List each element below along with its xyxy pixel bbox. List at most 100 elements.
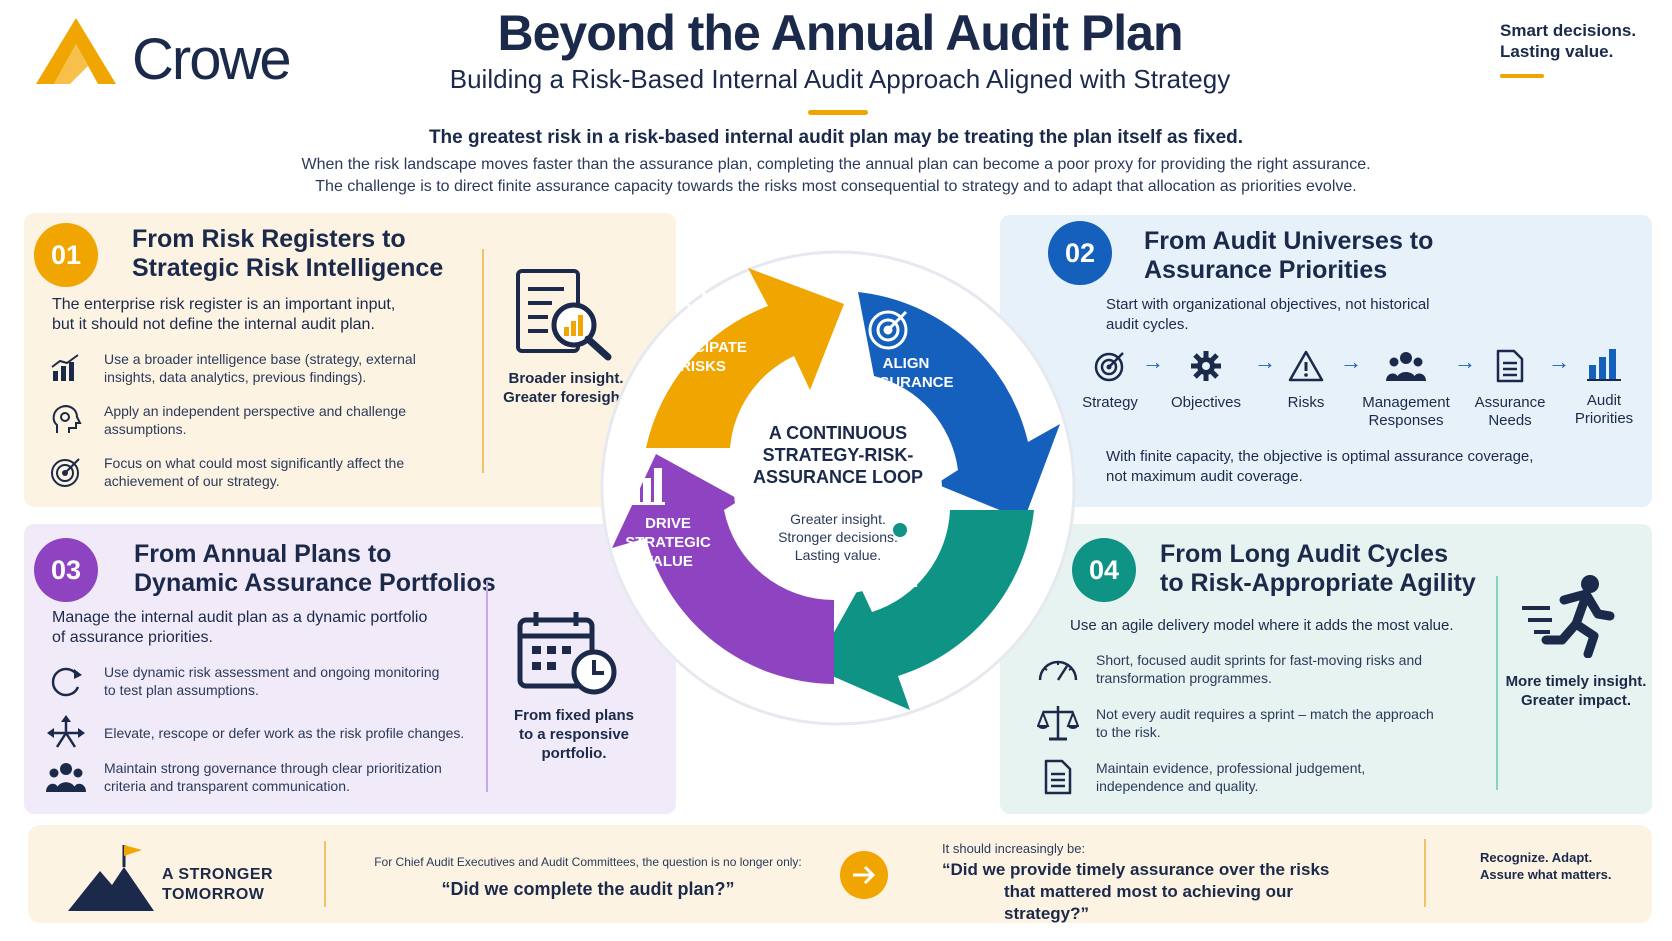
takeaway-line-2: to a responsive <box>518 726 630 743</box>
panel-assurance-priorities: 02 From Audit Universes to Assurance Pri… <box>1000 215 1652 507</box>
panel-title-line-2: Strategic Risk Intelligence <box>132 254 444 282</box>
item-line-1: Short, focused audit sprints for fast-mo… <box>1096 652 1423 668</box>
panel-title-line-2: to Risk-Appropriate Agility <box>1160 569 1476 597</box>
item-line-2: to the risk. <box>1096 724 1161 740</box>
panel-intro-line-1: Manage the internal audit plan as a dyna… <box>52 609 428 626</box>
banner-new-question: “Did we provide timely assurance over th… <box>942 859 1382 925</box>
tagline-line-2: Lasting value. <box>1500 42 1614 61</box>
flow-label: Strategy <box>1082 394 1138 412</box>
loop-segment-align <box>858 292 1060 520</box>
tagline-underline <box>1500 74 1544 78</box>
item-line-2: achievement of our strategy. <box>104 473 280 489</box>
panel-title: From Risk Registers to Strategic Risk In… <box>132 225 443 283</box>
loop-segment-drive <box>612 454 834 684</box>
lightbulb-icon <box>682 292 726 337</box>
new-question-line-1: “Did we provide timely assurance over th… <box>942 860 1330 879</box>
loop-center-subtitle: Greater insight. Stronger decisions. Las… <box>738 510 938 564</box>
loop-center-line-2: STRATEGY-RISK- <box>762 445 914 465</box>
strategy-risk-assurance-loop: ANTICIPATE RISKS ALIGN ASSURANCE ADAPT Q… <box>598 248 1078 728</box>
panel-title: From Long Audit Cycles to Risk-Appropria… <box>1160 540 1476 598</box>
panel-intro: The enterprise risk register is an impor… <box>52 295 472 335</box>
intro-line-1: When the risk landscape moves faster tha… <box>301 156 1371 173</box>
divider <box>482 249 484 473</box>
list-item: Maintain strong governance through clear… <box>44 758 442 796</box>
loop-sub-line-2: Stronger decisions. <box>778 529 898 545</box>
loop-sub-line-3: Lasting value. <box>794 547 882 563</box>
item-text: Maintain strong governance through clear… <box>104 759 442 795</box>
flow-step: Objectives <box>1160 349 1252 412</box>
gear-icon <box>880 510 920 550</box>
item-line-1: Elevate, rescope or defer work as the ri… <box>104 725 465 741</box>
panel-title: From Audit Universes to Assurance Priori… <box>1144 227 1433 285</box>
item-text: Short, focused audit sprints for fast-mo… <box>1096 651 1422 687</box>
flow-label-line-2: Responses <box>1368 412 1444 429</box>
panel-intro: Use an agile delivery model where it add… <box>1070 616 1510 636</box>
item-line-1: Use a broader intelligence base (strateg… <box>104 351 416 367</box>
item-text: Use a broader intelligence base (strateg… <box>104 350 416 386</box>
tagline-line-1: Smart decisions. <box>1500 21 1637 40</box>
item-text: Apply an independent perspective and cha… <box>104 402 406 438</box>
new-question-line-2: that mattered most to achieving our stra… <box>1004 882 1294 923</box>
head-gear-icon <box>44 401 88 439</box>
arrow-right-icon: → <box>1142 349 1164 374</box>
note-line-2: not maximum audit coverage. <box>1106 468 1303 485</box>
list-item: Elevate, rescope or defer work as the ri… <box>44 714 464 752</box>
loop-segment-anticipate <box>646 268 844 448</box>
loop-segment-adapt <box>814 510 1034 710</box>
segment-label-align: ALIGN ASSURANCE <box>848 354 964 392</box>
item-line-1: Focus on what could most significantly a… <box>104 455 405 471</box>
mountain-flag-icon <box>68 843 154 918</box>
brand-name: Crowe <box>132 27 292 92</box>
panel-takeaway: More timely insight. Greater impact. <box>1500 672 1652 710</box>
panel-number: 04 <box>1072 538 1136 602</box>
flow-label-line-1: Objectives <box>1170 394 1242 411</box>
flow-step: Audit Priorities <box>1566 345 1642 428</box>
crowe-chevron-icon <box>36 18 116 84</box>
takeaway-line-1: From fixed plans <box>513 707 635 724</box>
panel-intro: Start with organizational objectives, no… <box>1106 295 1526 335</box>
list-item: Use dynamic risk assessment and ongoing … <box>44 662 439 700</box>
people-icon <box>44 758 88 796</box>
takeaway-line-2: Greater impact. <box>1520 692 1632 709</box>
item-line-1: Apply an independent perspective and cha… <box>104 403 407 419</box>
flow-label-line-1: Audit <box>1586 392 1622 409</box>
target-icon <box>44 453 88 491</box>
arrow-right-circle-icon <box>840 851 888 899</box>
panel-number: 02 <box>1048 221 1112 285</box>
crowe-logo: Crowe <box>36 18 296 92</box>
takeaway-line-3: portfolio. <box>541 745 607 762</box>
move-arrows-icon <box>44 714 88 752</box>
panel-title-line-2: Dynamic Assurance Portfolios <box>134 569 496 597</box>
list-item: Short, focused audit sprints for fast-mo… <box>1036 650 1422 688</box>
item-text: Focus on what could most significantly a… <box>104 454 404 490</box>
brand-tagline: Smart decisions. Lasting value. <box>1500 20 1660 62</box>
loop-sub-line-1: Greater insight. <box>790 511 886 527</box>
flow-label-line-1: Assurance <box>1474 394 1546 411</box>
divider <box>1424 839 1426 907</box>
banner-post-question: It should increasingly be: <box>942 841 1086 856</box>
item-text: Use dynamic risk assessment and ongoing … <box>104 663 439 699</box>
warning-icon <box>1288 349 1324 388</box>
panel-intro-line-1: The enterprise risk register is an impor… <box>52 296 396 313</box>
runner-icon <box>1520 574 1616 663</box>
loop-center-line-3: ASSURANCE LOOP <box>752 467 923 487</box>
refresh-icon <box>44 662 88 700</box>
takeaway-line-1: More timely insight. <box>1505 673 1647 690</box>
page-title: Beyond the Annual Audit Plan <box>497 5 1184 61</box>
note-line-1: With finite capacity, the objective is o… <box>1106 448 1534 465</box>
arrow-right-icon: → <box>1254 349 1276 374</box>
item-text: Maintain evidence, professional judgemen… <box>1096 759 1365 795</box>
banner-label-line-2: TOMORROW <box>162 886 265 903</box>
segment-label-anticipate: ANTICIPATE RISKS <box>648 338 758 376</box>
item-line-2: transformation programmes. <box>1096 670 1272 686</box>
title-underline <box>808 110 868 115</box>
document-icon <box>1036 758 1080 796</box>
calendar-clock-icon <box>516 610 620 703</box>
bar-chart-icon <box>44 349 88 387</box>
scales-icon <box>1036 704 1080 742</box>
panel-intro: Manage the internal audit plan as a dyna… <box>52 608 472 648</box>
item-line-2: criteria and transparent communication. <box>104 778 350 794</box>
panel-risk-intelligence: 01 From Risk Registers to Strategic Risk… <box>24 213 676 507</box>
item-line-1: Use dynamic risk assessment and ongoing … <box>104 664 440 680</box>
panel-takeaway: From fixed plans to a responsive portfol… <box>494 706 654 763</box>
